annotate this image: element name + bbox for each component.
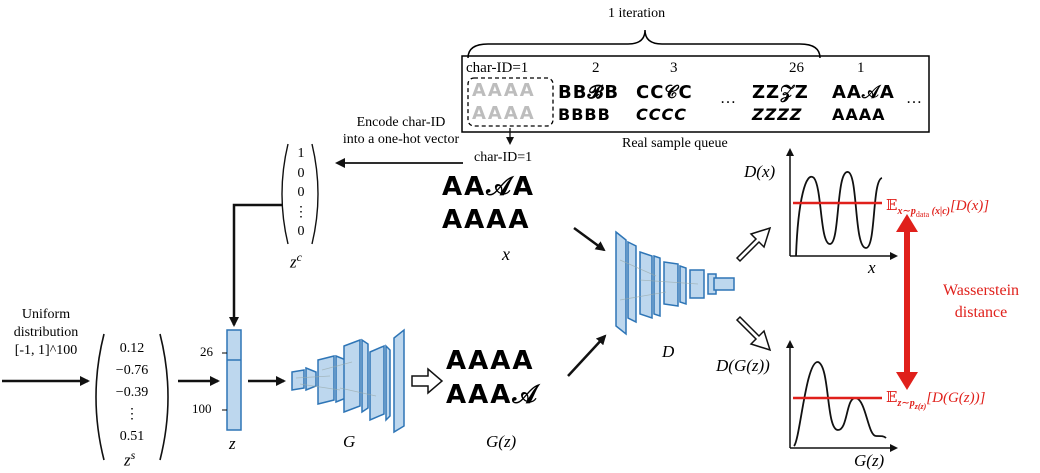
g-to-samples-arrow	[411, 367, 444, 395]
z-tick-100: 100	[192, 401, 212, 416]
real-sample-queue-box	[461, 55, 930, 133]
uniform-line2: distribution	[13, 325, 79, 340]
zs-label-base: z	[124, 450, 131, 470]
queue-c-row2: CCCC	[636, 105, 687, 124]
onehot-entry-2: 0	[297, 165, 305, 181]
onehot-entry-1: 1	[297, 146, 305, 161]
top-plot	[786, 148, 898, 260]
wasserstein-line2: distance	[954, 304, 1008, 321]
top-expect-subsub: data	[915, 210, 930, 219]
queue-c-row1: CC𝒞C	[636, 82, 693, 103]
iteration-brace	[467, 29, 821, 59]
onehot-entry-4: ⋮	[294, 204, 308, 220]
top-plot-ylabel: D(x)	[744, 162, 776, 181]
queue-faded-row2: AAAA	[472, 103, 536, 124]
zs-label-sup: s	[130, 448, 136, 462]
zs-label: zs	[124, 448, 135, 471]
fake-samples-row2: AAA𝒜	[446, 380, 539, 410]
discriminator-label: D	[662, 342, 675, 361]
top-expect-body: [D(x)]	[949, 198, 990, 214]
onehot-vector: 1 0 0 ⋮ 0	[290, 144, 312, 242]
zc-label: zc	[290, 250, 302, 273]
zs-entry-1: 0.12	[119, 341, 145, 356]
bottom-expect-sub: z∼p	[897, 398, 915, 409]
z-vector-bar	[226, 329, 242, 431]
zs-entry-2: −0.76	[115, 363, 149, 378]
bottom-expect-subsub: z(z)	[914, 402, 927, 411]
discriminator-network	[615, 230, 735, 336]
top-expect-cond: (x|c)	[931, 206, 950, 217]
bottom-expect-symbol: 𝔼	[886, 390, 898, 406]
uniform-line3: [-1, 1]^100	[14, 343, 78, 358]
bottom-expect-body: [D(G(z))]	[926, 390, 986, 406]
char1-selection-box	[467, 77, 554, 127]
x-label: x	[502, 244, 510, 264]
encode-label-line1: Encode char-ID	[356, 115, 446, 130]
bottom-plot-expectation: 𝔼z∼pz(z)[D(G(z))]	[886, 388, 985, 411]
bottom-plot-xlabel: G(z)	[854, 451, 885, 470]
d-to-bottom-plot-arrow	[735, 315, 772, 352]
queue-faded-row1: AAAA	[472, 80, 536, 101]
encode-label: Encode char-ID into a one-hot vector	[336, 114, 466, 148]
zs-entry-5: 0.51	[119, 429, 145, 444]
zc-label-base: z	[290, 252, 297, 272]
onehot-to-z-arrow	[229, 203, 282, 327]
real-sample-queue-caption: Real sample queue	[622, 136, 728, 151]
z-tick-26: 26	[200, 344, 213, 359]
top-expect-symbol: 𝔼	[886, 198, 898, 214]
fake-samples-row1: AAAA	[446, 346, 535, 376]
encode-label-line2: into a one-hot vector	[342, 132, 460, 147]
queue-a-row1: AA𝒜A	[832, 82, 895, 103]
iteration-label: 1 iteration	[608, 6, 666, 21]
uniform-label: Uniform distribution [-1, 1]^100	[2, 306, 90, 360]
top-plot-xlabel: x	[868, 258, 876, 277]
queue-z-row1: ZZ𝒵Z	[752, 82, 809, 103]
queue-label-1b: 1	[857, 60, 865, 76]
queue-ellipsis-mid: …	[720, 90, 736, 107]
real-samples-row1: AA𝒜A	[442, 172, 535, 202]
d-to-top-plot-arrow	[735, 226, 772, 263]
real-char1-label: char-ID=1	[474, 150, 533, 165]
bottom-plot-ylabel: D(G(z))	[716, 356, 770, 375]
queue-label-3: 3	[670, 60, 678, 76]
wasserstein-arrow	[896, 214, 918, 390]
top-plot-expectation: 𝔼x∼pdata (x|c)[D(x)]	[886, 196, 989, 219]
wasserstein-label: Wasserstein distance	[926, 280, 1036, 324]
bottom-plot	[786, 340, 898, 452]
queue-ellipsis-end: …	[906, 90, 922, 107]
uniform-line1: Uniform	[21, 307, 71, 322]
generator-network	[291, 328, 405, 434]
zc-label-sup: c	[296, 250, 302, 264]
gz-label: G(z)	[486, 432, 517, 451]
top-expect-sub: x∼p	[897, 206, 916, 217]
onehot-entry-3: 0	[297, 185, 305, 200]
onehot-entry-5: 0	[297, 224, 305, 239]
queue-label-char1: char-ID=1	[466, 60, 529, 76]
zs-entry-4: ⋮	[125, 407, 139, 422]
x-to-d-arrow	[573, 226, 606, 252]
zs-entry-3: −0.39	[115, 385, 149, 400]
queue-z-row2: ZZZZ	[752, 105, 803, 124]
queue-b-row1: BB𝓑B	[558, 82, 620, 103]
queue-b-row2: BBBB	[558, 105, 611, 124]
real-samples-row2: AAAA	[442, 205, 531, 235]
queue-label-26: 26	[789, 60, 804, 76]
queue-label-2: 2	[592, 60, 600, 76]
gz-to-d-arrow	[567, 334, 607, 377]
zs-vector: 0.12 −0.76 −0.39 ⋮ 0.51	[104, 338, 160, 448]
wasserstein-line1: Wasserstein	[942, 282, 1020, 299]
generator-label: G	[343, 432, 356, 451]
z-label: z	[229, 434, 236, 453]
queue-a-row2: AAAA	[832, 105, 886, 124]
